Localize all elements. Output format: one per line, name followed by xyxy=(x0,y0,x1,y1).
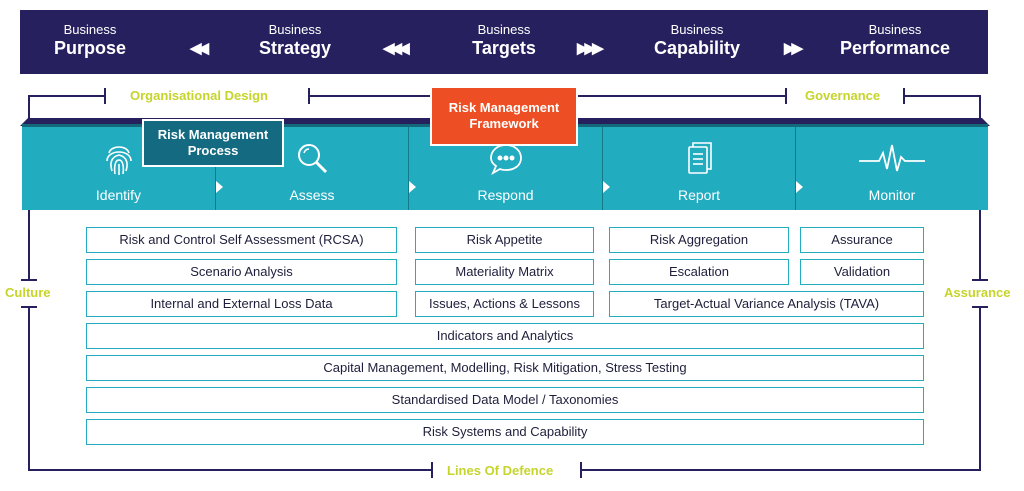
stage-strategy: Business Strategy xyxy=(205,10,385,74)
stage-performance: Business Performance xyxy=(805,10,985,74)
activity-rcsa: Risk and Control Self Assessment (RCSA) xyxy=(86,227,397,253)
stage-performance-small: Business xyxy=(868,22,922,37)
bracket-tick xyxy=(431,462,433,478)
activity-indicators-analytics: Indicators and Analytics xyxy=(86,323,924,349)
bracket-line xyxy=(308,95,432,97)
divider xyxy=(602,127,603,210)
chat-bubble-icon xyxy=(409,141,602,177)
step-monitor: Monitor xyxy=(796,127,988,210)
assurance-line xyxy=(979,208,981,280)
stage-purpose-small: Business xyxy=(63,22,117,37)
stage-performance-big: Performance xyxy=(839,38,951,58)
divider xyxy=(408,127,409,210)
arrow-right-icon xyxy=(216,181,223,193)
bracket-line xyxy=(28,96,30,126)
bracket-line xyxy=(580,469,981,471)
stage-targets-small: Business xyxy=(477,22,531,37)
bracket-line xyxy=(903,95,981,97)
magnifier-icon xyxy=(216,141,408,177)
bracket-tick xyxy=(21,279,37,281)
fingerprint-icon xyxy=(22,141,215,177)
step-assess-label: Assess xyxy=(289,187,335,203)
step-identify-label: Identify xyxy=(95,187,142,203)
lines-of-defence-label: Lines Of Defence xyxy=(447,463,554,478)
activity-risk-aggregation: Risk Aggregation xyxy=(609,227,789,253)
culture-line xyxy=(28,208,30,280)
arrow-right-icon xyxy=(603,181,610,193)
organisational-design-label: Organisational Design xyxy=(130,88,268,103)
divider xyxy=(215,127,216,210)
bracket-line xyxy=(578,95,786,97)
bracket-tick xyxy=(104,88,106,104)
risk-management-framework-label: Risk Management Framework xyxy=(430,86,578,146)
activity-scenario-analysis: Scenario Analysis xyxy=(86,259,397,285)
step-report-label: Report xyxy=(677,187,721,203)
step-report: Report xyxy=(603,127,795,210)
culture-label: Culture xyxy=(5,285,51,300)
bracket-line xyxy=(979,96,981,126)
activity-tava: Target-Actual Variance Analysis (TAVA) xyxy=(609,291,924,317)
culture-line xyxy=(28,306,30,470)
stage-strategy-small: Business xyxy=(268,22,322,37)
stage-capability-big: Capability xyxy=(653,38,741,58)
activity-risk-appetite: Risk Appetite xyxy=(415,227,594,253)
step-identify: Identify xyxy=(22,127,215,210)
stage-capability-small: Business xyxy=(670,22,724,37)
bracket-line xyxy=(28,469,432,471)
risk-management-process-label: Risk Management Process xyxy=(142,119,284,167)
stage-purpose-big: Purpose xyxy=(53,38,127,58)
assurance-side-label: Assurance xyxy=(944,285,1011,300)
step-respond: Respond xyxy=(409,127,602,210)
assurance-line xyxy=(979,306,981,470)
stage-purpose: Business Purpose xyxy=(0,10,180,74)
activity-escalation: Escalation xyxy=(609,259,789,285)
business-bar: Business Purpose ◀◀ Business Strategy ◀◀… xyxy=(20,10,988,74)
activity-loss-data: Internal and External Loss Data xyxy=(86,291,397,317)
governance-label: Governance xyxy=(805,88,881,103)
step-monitor-label: Monitor xyxy=(868,187,916,203)
chevron-right-icon: ▶▶ xyxy=(784,40,803,57)
stage-capability: Business Capability xyxy=(607,10,787,74)
arrow-right-icon xyxy=(409,181,416,193)
divider xyxy=(795,127,796,210)
stage-strategy-big: Strategy xyxy=(258,38,332,58)
chevron-left-icon: ◀◀ xyxy=(190,40,209,57)
activity-risk-systems: Risk Systems and Capability xyxy=(86,419,924,445)
activity-issues-actions: Issues, Actions & Lessons xyxy=(415,291,594,317)
bracket-line xyxy=(28,95,106,97)
stage-targets: Business Targets xyxy=(414,10,594,74)
chevron-left-icon: ◀◀◀ xyxy=(383,40,410,57)
heartbeat-icon xyxy=(796,141,988,177)
stage-targets-big: Targets xyxy=(472,38,536,58)
activity-validation: Validation xyxy=(800,259,924,285)
activity-capital-management: Capital Management, Modelling, Risk Miti… xyxy=(86,355,924,381)
bracket-tick xyxy=(785,88,787,104)
step-assess: Assess xyxy=(216,127,408,210)
document-icon xyxy=(603,141,795,177)
activity-assurance: Assurance xyxy=(800,227,924,253)
activity-materiality-matrix: Materiality Matrix xyxy=(415,259,594,285)
activity-data-model: Standardised Data Model / Taxonomies xyxy=(86,387,924,413)
step-respond-label: Respond xyxy=(477,187,534,203)
bracket-tick xyxy=(972,279,988,281)
arrow-right-icon xyxy=(796,181,803,193)
chevron-right-icon: ▶▶▶ xyxy=(577,40,604,57)
